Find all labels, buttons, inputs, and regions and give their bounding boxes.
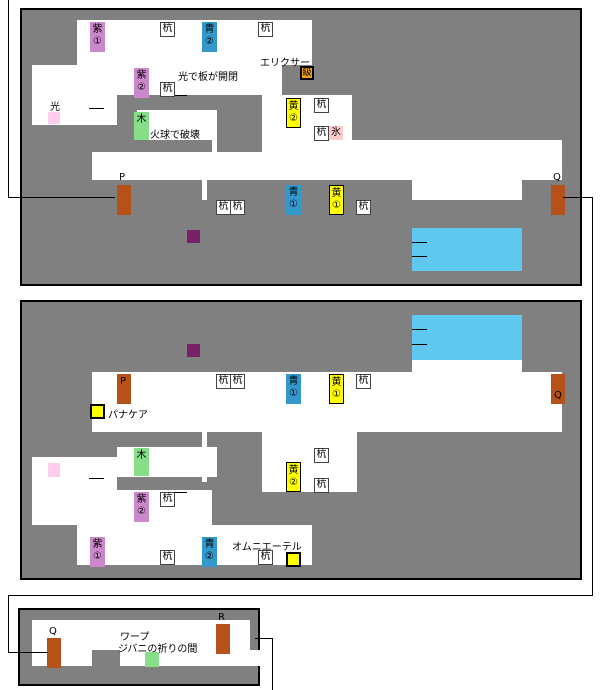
door-p-label: P <box>119 172 126 183</box>
warp-tile[interactable] <box>145 652 159 667</box>
connector-q <box>592 197 593 595</box>
switch-purple-1[interactable]: 紫 ① <box>90 537 105 567</box>
connector-r <box>272 638 273 690</box>
light-tile <box>48 112 60 124</box>
pole: 杭 <box>258 550 273 565</box>
floor <box>32 490 212 525</box>
floor <box>412 360 522 372</box>
floor <box>262 140 562 152</box>
floor <box>32 95 117 125</box>
floor <box>202 180 207 200</box>
door-q[interactable] <box>47 638 61 668</box>
door-p[interactable] <box>117 374 131 404</box>
panacea-label: パナケア <box>108 410 148 421</box>
door-q[interactable] <box>551 185 565 215</box>
door-p-label: P <box>120 376 127 387</box>
floor <box>92 372 562 402</box>
block <box>187 344 200 357</box>
water <box>412 228 522 271</box>
door-q-label: Q <box>554 390 562 401</box>
pole: 杭 <box>160 82 175 97</box>
warp-label: ワープ <box>120 632 150 643</box>
pole: 杭 <box>356 200 371 215</box>
switch-wood[interactable]: 木 <box>134 448 149 476</box>
switch-blue-1[interactable]: 青 ① <box>286 185 301 215</box>
pole: 杭 <box>314 98 329 113</box>
omni-label: オムニエーテル <box>232 542 302 553</box>
light-tile <box>48 463 60 477</box>
pole: 杭 <box>258 22 273 37</box>
divider <box>172 492 187 493</box>
elixir-label: エリクサー <box>260 58 310 69</box>
door-q-label: Q <box>553 172 561 183</box>
connector-p <box>8 0 9 198</box>
ice-tile: 氷 <box>329 126 343 140</box>
connector-q <box>8 652 48 653</box>
connector-p <box>8 197 115 198</box>
floor <box>117 447 217 477</box>
divider <box>412 344 427 345</box>
door-r-label: R <box>218 612 225 623</box>
switch-yellow-1[interactable]: 黄 ① <box>329 185 344 215</box>
switch-purple-2[interactable]: 紫 ② <box>134 68 149 98</box>
pole: 杭 <box>160 22 175 37</box>
divider <box>89 108 104 109</box>
pole: 杭 <box>160 492 175 507</box>
light-label: 光 <box>50 102 60 113</box>
floor <box>92 402 562 432</box>
door-q-label: Q <box>49 626 57 637</box>
pole: 杭 <box>230 374 245 389</box>
switch-yellow-2[interactable]: 黄 ② <box>286 98 301 128</box>
chest-elixir[interactable]: 級 <box>300 66 314 80</box>
chest-panacea[interactable] <box>90 404 105 419</box>
floor <box>32 620 250 650</box>
block <box>187 230 200 243</box>
divider <box>172 95 187 96</box>
connector-q <box>8 595 593 596</box>
pole: 杭 <box>314 478 329 493</box>
connector-r <box>255 638 273 639</box>
map-2: P Q 杭 杭 杭 杭 杭 杭 杭 杭 青 ① 黄 ① 木 黄 ② 紫 ② 紫 … <box>20 300 582 580</box>
pole: 杭 <box>314 448 329 463</box>
switch-yellow-2[interactable]: 黄 ② <box>286 462 301 492</box>
divider <box>412 256 427 257</box>
door-r[interactable] <box>216 624 230 654</box>
switch-purple-1[interactable]: 紫 ① <box>90 22 105 52</box>
chest-omni[interactable] <box>286 552 301 567</box>
pole: 杭 <box>356 374 371 389</box>
divider <box>412 329 427 330</box>
pole: 杭 <box>216 374 231 389</box>
switch-purple-2[interactable]: 紫 ② <box>134 492 149 522</box>
pole: 杭 <box>160 550 175 565</box>
switch-wood[interactable]: 木 <box>134 112 149 140</box>
door-p[interactable] <box>117 185 131 215</box>
connector-q <box>8 595 9 653</box>
switch-blue-2[interactable]: 青 ② <box>202 537 217 567</box>
light-open-label: 光で板が開閉 <box>178 72 238 83</box>
switch-blue-1[interactable]: 青 ① <box>286 374 301 404</box>
divider <box>412 242 427 243</box>
pole: 杭 <box>216 200 231 215</box>
floor <box>262 432 357 492</box>
switch-blue-2[interactable]: 青 ② <box>202 22 217 52</box>
map-1: P Q 光 紫 ① 青 ② 紫 ② 黄 ② 木 青 ① 黄 ① 杭 杭 杭 杭 … <box>20 8 582 286</box>
door-q[interactable] <box>551 374 565 404</box>
floor <box>412 180 522 200</box>
water <box>412 315 522 360</box>
floor <box>212 110 217 155</box>
pole: 杭 <box>230 200 245 215</box>
floor <box>92 152 562 180</box>
floor <box>32 65 282 95</box>
floor <box>137 110 212 140</box>
connector-q <box>563 197 593 198</box>
switch-yellow-1[interactable]: 黄 ① <box>329 374 344 404</box>
map-3: Q R ワープ ジバニの祈りの間 <box>18 608 260 686</box>
room-label: ジバニの祈りの間 <box>118 644 198 655</box>
fireball-label: 火球で破壊 <box>150 130 200 141</box>
pole: 杭 <box>314 126 329 141</box>
divider <box>89 478 104 479</box>
